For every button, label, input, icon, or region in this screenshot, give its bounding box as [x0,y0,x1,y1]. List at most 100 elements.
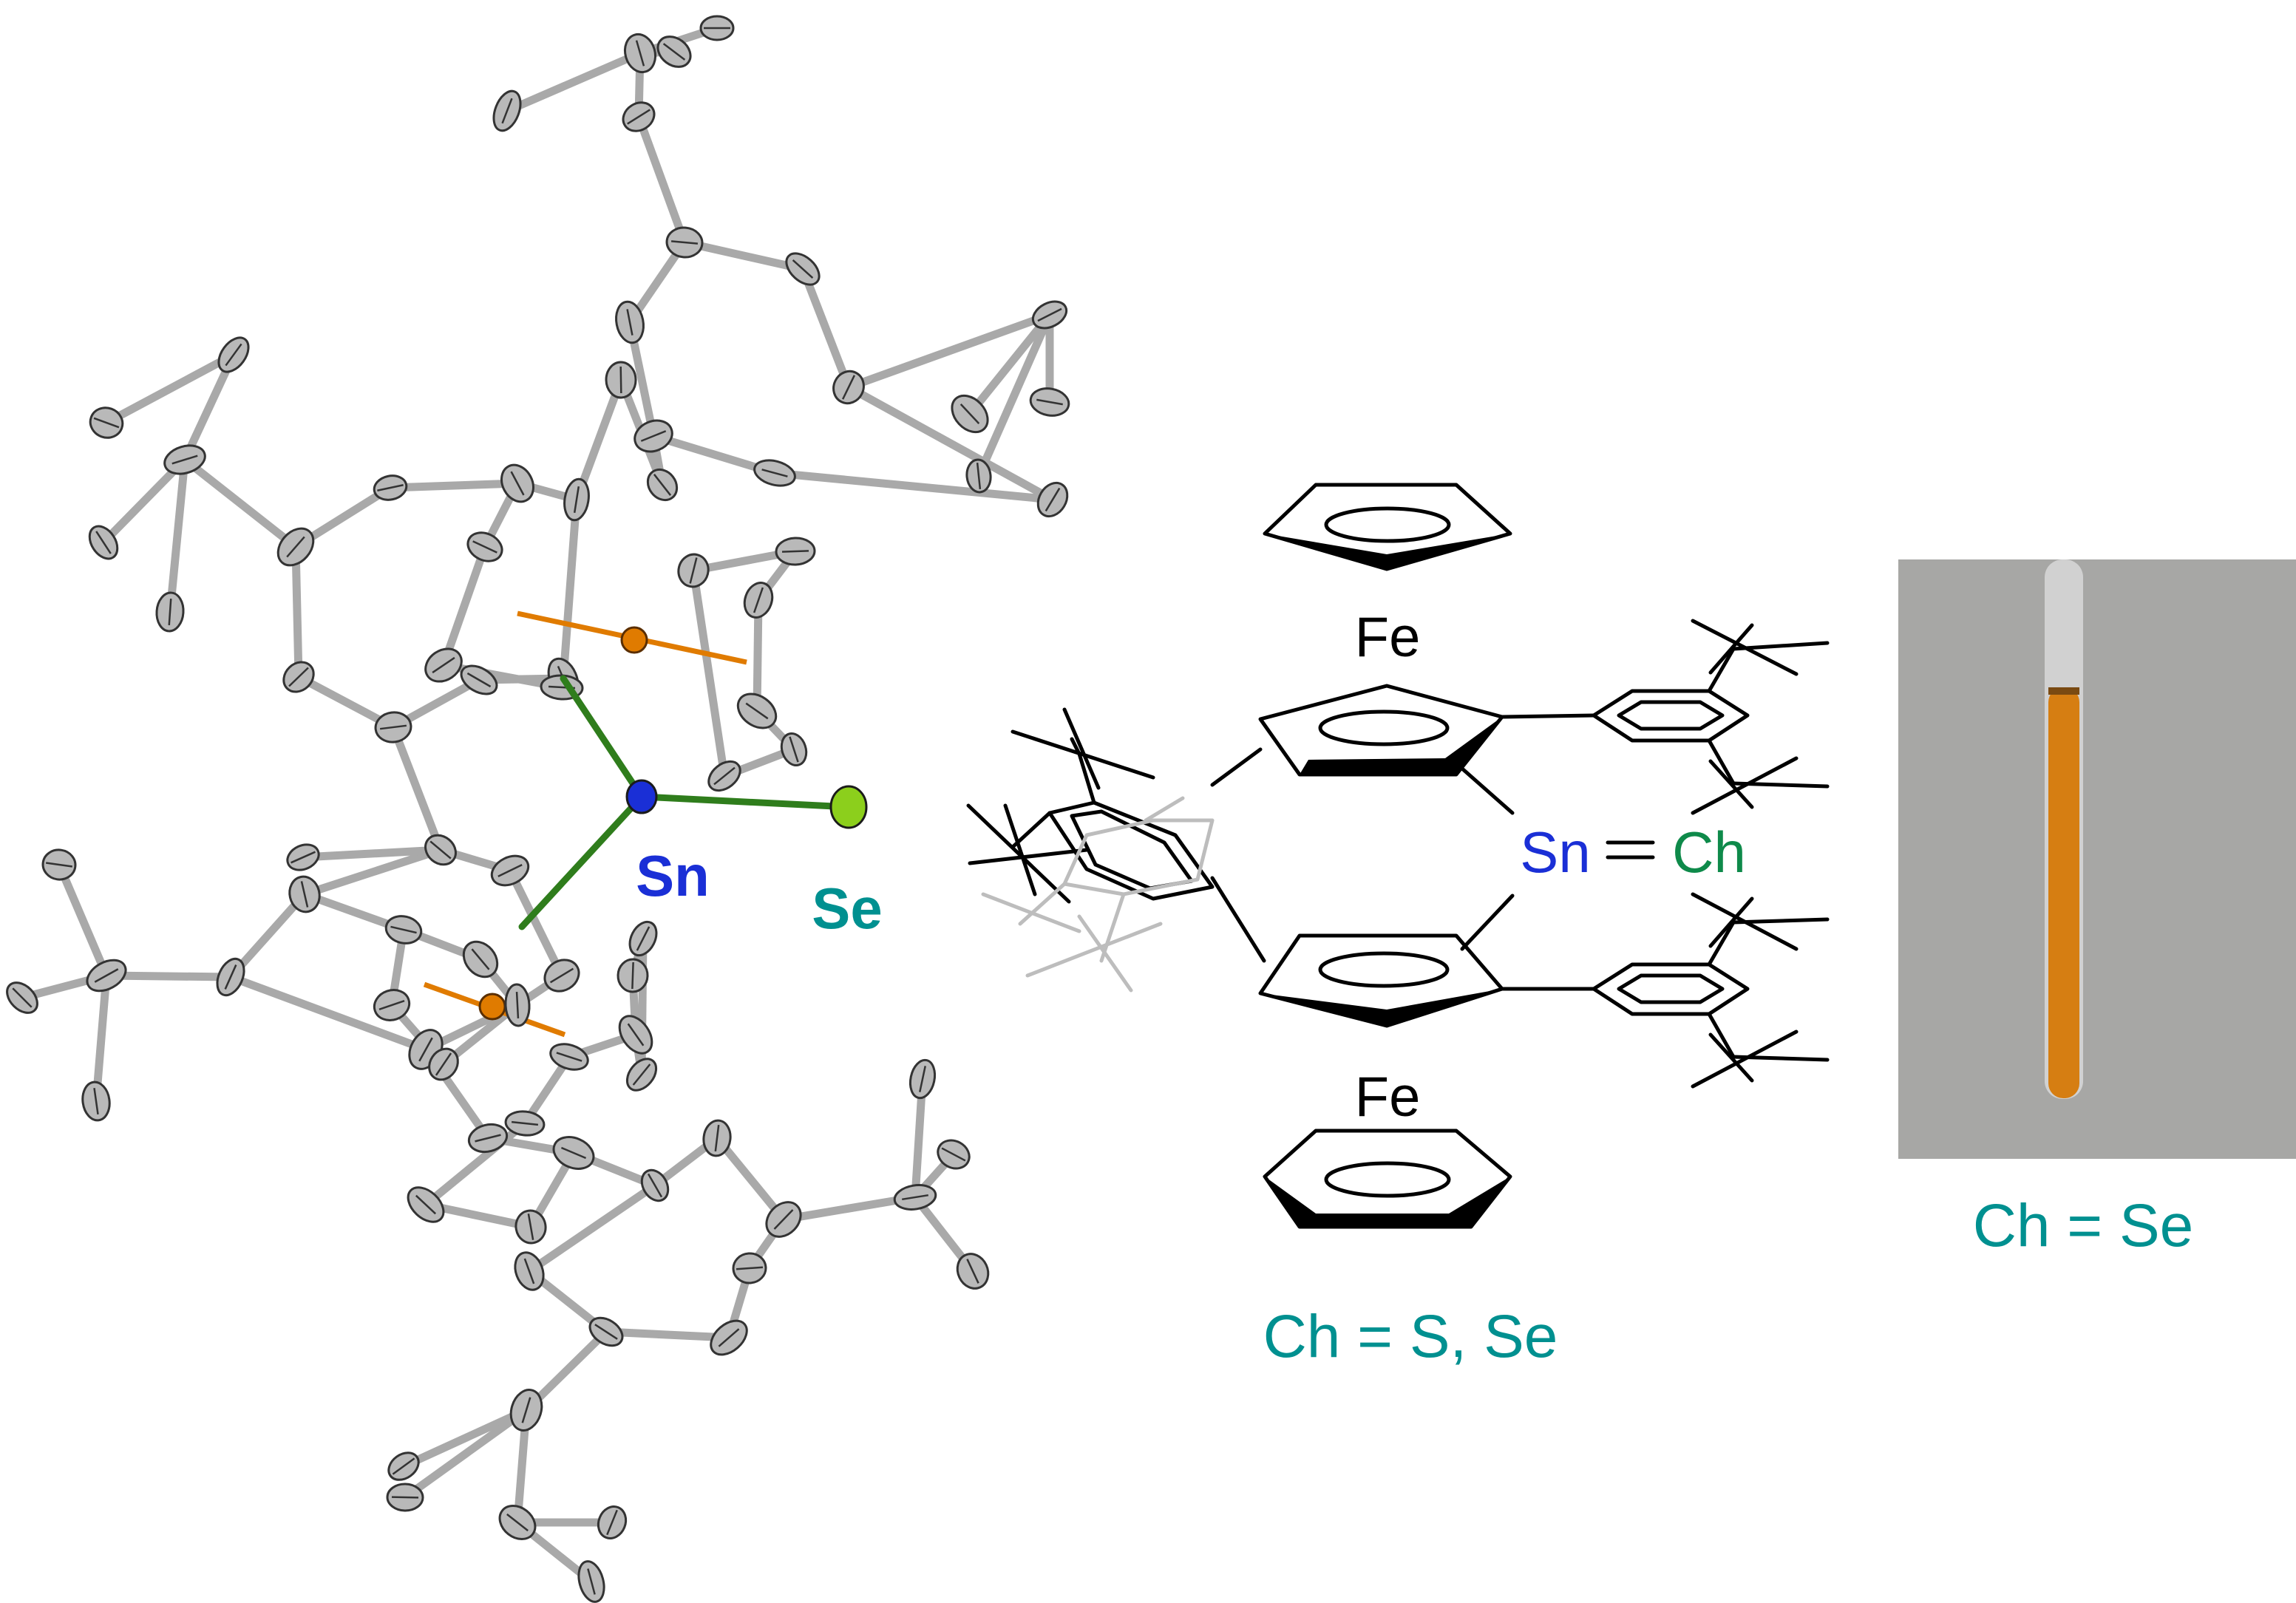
ortep-atoms [6,15,1070,1603]
atom-principal-axis [46,862,72,868]
atom-principal-axis [466,672,492,688]
ortep-bond [180,455,300,551]
atom-principal-axis [792,259,814,279]
ortep-bond [92,971,111,1106]
atom-principal-axis [627,109,651,125]
ortep-bond [401,1406,531,1502]
ortep-bond [525,1181,659,1276]
atom-principal-axis [377,484,404,491]
atom-principal-axis [789,736,799,763]
atom-principal-axis [288,667,309,687]
ortep-bond [166,455,189,616]
se-atom-label: Se [812,876,882,941]
atom-principal-axis [418,1037,433,1062]
atom-principal-axis [94,968,119,983]
atom-principal-axis [225,343,242,367]
atom-principal-axis [587,1568,596,1595]
ortep-bond [99,455,189,547]
lower-substituted-cp-ring [1258,933,1504,1028]
ortep-bond [300,845,445,899]
sn-bond [638,793,852,811]
scheme-sn-label: Sn [1520,820,1590,885]
sn-bond [560,675,645,800]
scheme-ch-label: Ch [1672,820,1746,885]
atom-principal-axis [635,40,645,67]
atom-principal-axis [761,469,788,477]
ortep-bond [779,1193,920,1224]
atom-principal-axis [745,702,769,720]
atom-principal-axis [390,925,417,934]
ortep-bond [680,238,807,273]
photo-caption: Ch = Se [1973,1192,2194,1259]
ortep-bond [634,112,689,247]
atom-principal-axis [631,962,634,990]
tin-atom [625,779,658,814]
sn-ch-double-bond [1606,840,1655,860]
ortep-bond [294,673,398,732]
atom-principal-axis [662,43,686,61]
lower-right-aryl [1500,892,1830,1089]
ortep-bond [798,265,853,392]
atom-principal-axis [497,863,523,878]
atom-principal-axis [12,987,33,1008]
ortep-bond [503,49,645,115]
scheme-caption: Ch = S, Se [1263,1303,1558,1370]
atom-principal-axis [472,540,497,554]
ortep-bond [386,479,522,492]
atom-principal-axis [556,1052,583,1062]
atom-principal-axis [573,486,580,513]
solution-photo: Ch = Se [1898,559,2296,1259]
atom-principal-axis [378,999,405,1011]
atom-principal-axis [527,1214,534,1240]
atom-principal-axis [379,724,407,730]
atom-principal-axis [429,840,452,860]
bottom-cp-ring [1263,1129,1512,1229]
ortep-bond [713,1134,788,1224]
ortep-ferrocene-centroids [423,610,747,1038]
ortep-bond [102,350,238,427]
atom-principal-axis [521,1397,531,1423]
ortep-bond [965,310,1054,418]
ortep-bond [572,375,625,504]
atom-principal-axis [647,1173,663,1198]
atom-principal-axis [619,366,622,394]
meniscus [2048,687,2079,695]
atom-principal-axis [736,1266,764,1270]
atom-principal-axis [224,964,237,990]
ortep-bond [974,310,1054,480]
atom-principal-axis [689,557,698,584]
atom-principal-axis [902,1194,928,1201]
atom-principal-axis [501,98,513,124]
ortep-bond [421,1119,529,1209]
ortep-bond [602,1327,733,1342]
ortep-bond [291,542,303,681]
atom-principal-axis [713,766,736,786]
selenium-atom [829,785,868,829]
fe-top-label: Fe [1355,606,1421,669]
ortep-bond [506,866,566,980]
ortep-bond [102,971,235,981]
atom-principal-axis [960,403,980,425]
photo-background [1898,559,2296,1159]
atom-principal-axis [511,1120,539,1126]
atom-principal-axis [291,851,316,864]
iron-atom [478,993,506,1021]
atom-principal-axis [753,587,764,613]
atom-principal-axis [506,1513,529,1532]
atom-principal-axis [626,309,634,336]
atom-principal-axis [549,967,574,984]
atom-principal-axis [919,1066,926,1092]
atom-principal-axis [391,1496,419,1499]
atom-principal-axis [392,1457,415,1475]
atom-principal-axis [606,1509,618,1536]
atom-principal-axis [286,536,305,558]
atom-principal-axis [594,1324,618,1340]
ortep-bond [439,542,489,670]
atom-principal-axis [435,1052,452,1076]
atom-principal-axis [93,417,120,429]
fe-bottom-label: Fe [1355,1066,1421,1129]
upper-substituted-cp-ring [1258,684,1504,777]
atom-principal-axis [510,471,525,496]
left-back-aryl [981,796,1215,993]
